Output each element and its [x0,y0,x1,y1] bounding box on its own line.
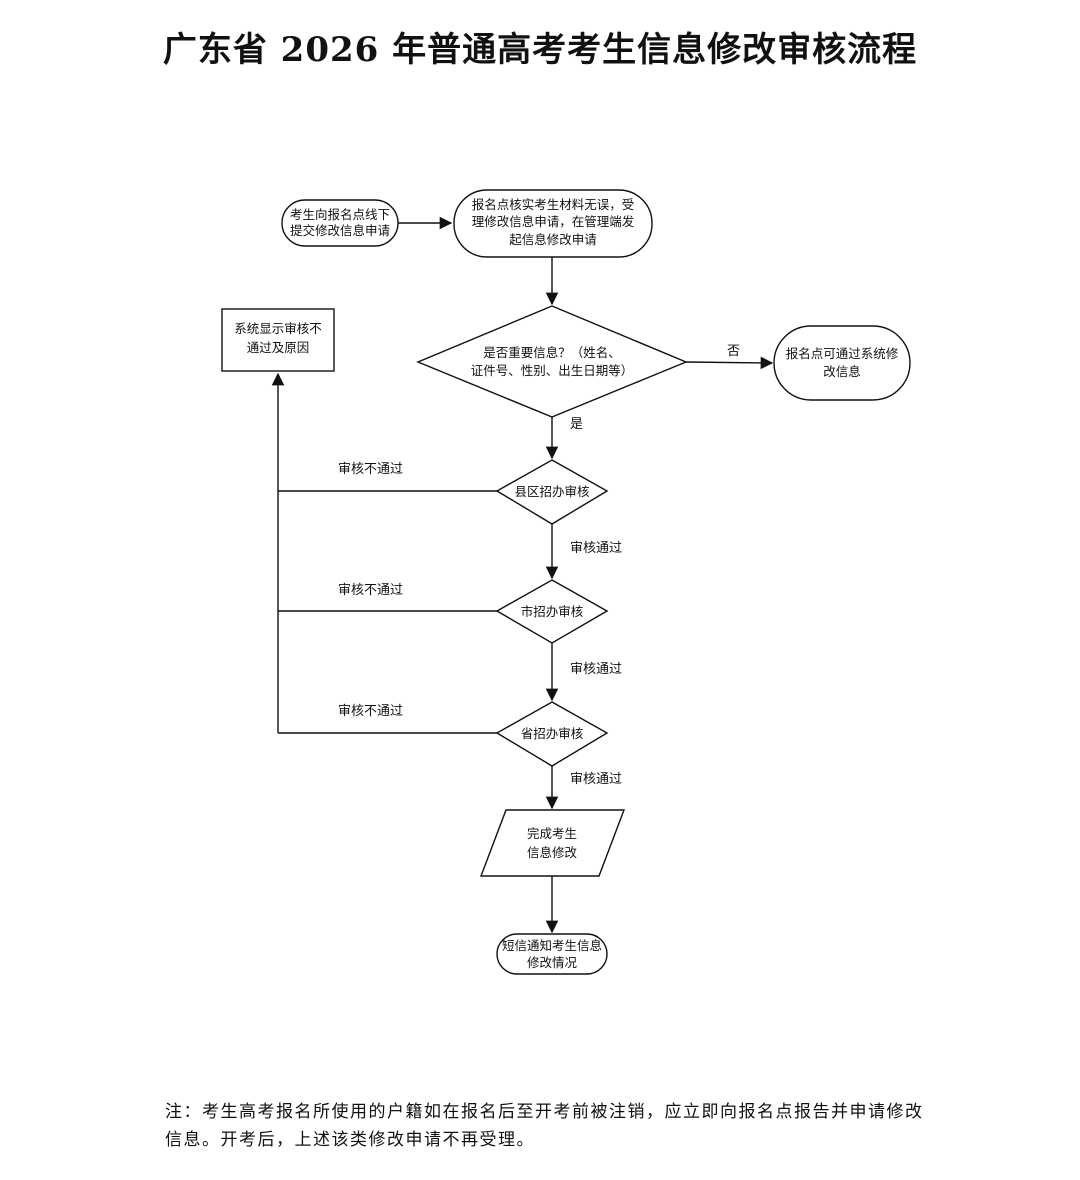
edge-label-fail: 审核不通过 [338,583,403,598]
edge-label-pass: 审核通过 [570,541,622,556]
node-verify-label: 理修改信息申请，在管理端发 [472,214,635,229]
edge-label-pass: 审核通过 [570,772,622,787]
node-verify-label: 报名点核实考生材料无误，受 [472,197,635,212]
page-title: 广东省 2026 年普通高考考生信息修改审核流程 [162,30,918,70]
node-province-review [495,701,609,767]
node-county-review-label: 县区招办审核 [514,484,590,499]
node-sms [496,933,608,975]
node-verify-label: 起信息修改申请 [509,232,597,247]
node-start-label: 考生向报名点线下 [290,207,390,222]
edge-label-fail: 审核不通过 [338,704,403,719]
node-start-label: 提交修改信息申请 [290,223,390,238]
edge-label-no: 否 [727,344,740,359]
edge-decision-no [685,356,774,370]
node-self-modify [773,325,911,401]
node-city-review [495,579,609,644]
footnote: 注：考生高考报名所使用的户籍如在报名后至开考前被注销，应立即向报名点报告并申请修… [165,1102,924,1150]
node-reject-reason [221,308,335,372]
node-self-modify-label: 报名点可通过系统修 [786,346,899,361]
edge-label-pass: 审核通过 [570,662,622,677]
node-county-review [495,459,609,525]
node-province-review-label: 省招办审核 [521,726,584,741]
node-start [281,199,399,247]
edge-label-yes: 是 [570,417,583,432]
node-sms-label: 修改情况 [527,955,578,970]
node-complete-label: 完成考生 [527,826,577,841]
node-self-modify-label: 改信息 [823,364,861,379]
node-decision-label: 是否重要信息？（姓名、 [483,345,621,360]
node-decision-label: 证件号、性别、出生日期等） [471,363,634,378]
node-complete-label: 信息修改 [527,845,578,860]
node-complete [479,809,626,877]
edge-label-fail: 审核不通过 [338,462,403,477]
node-verify [453,189,653,258]
node-reject-reason-label: 系统显示审核不 [234,321,322,336]
node-decision [416,305,688,418]
node-sms-label: 短信通知考生信息 [502,938,602,953]
node-reject-reason-label: 通过及原因 [247,340,310,355]
node-city-review-label: 市招办审核 [521,604,584,619]
